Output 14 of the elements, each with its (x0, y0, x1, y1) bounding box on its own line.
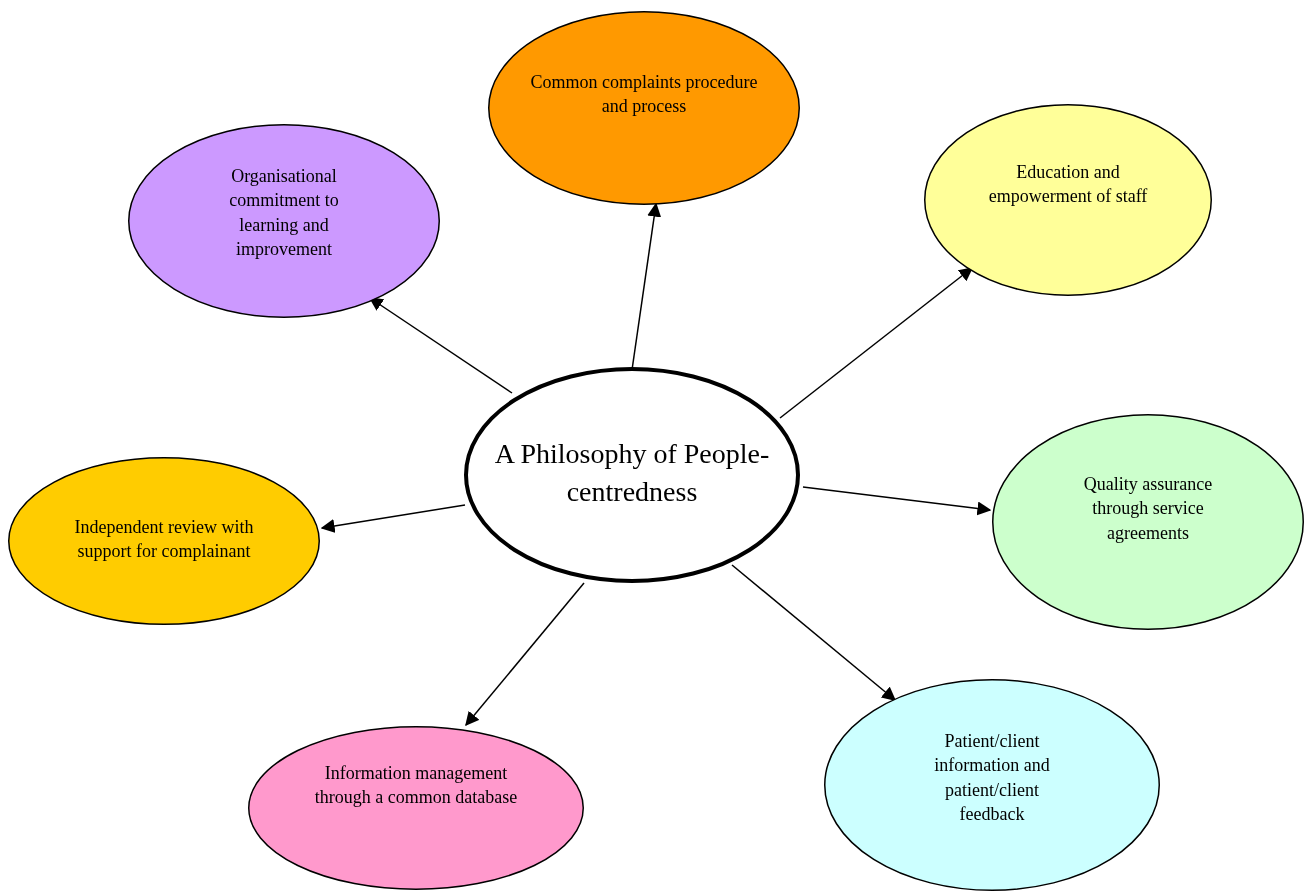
node-label: Education and empowerment of staff (988, 161, 1148, 209)
arrow (779, 267, 974, 419)
node-label: Quality assurance through service agreements (1082, 473, 1214, 545)
arrow (465, 582, 585, 727)
arrow (731, 564, 897, 701)
node-label: Common complaints procedure and process (529, 71, 759, 119)
arrow (320, 504, 466, 533)
node-label: Patient/client information and patient/client feedback (933, 730, 1051, 826)
node-label: Organisational commitment to learning and improvement (228, 165, 340, 261)
node-label: Information management through a common database (313, 762, 519, 810)
node-label: Independent review with support for complainant (73, 516, 255, 564)
arrow (368, 297, 513, 394)
arrow (802, 486, 992, 516)
node-label: A Philosophy of People-centredness (493, 437, 771, 509)
